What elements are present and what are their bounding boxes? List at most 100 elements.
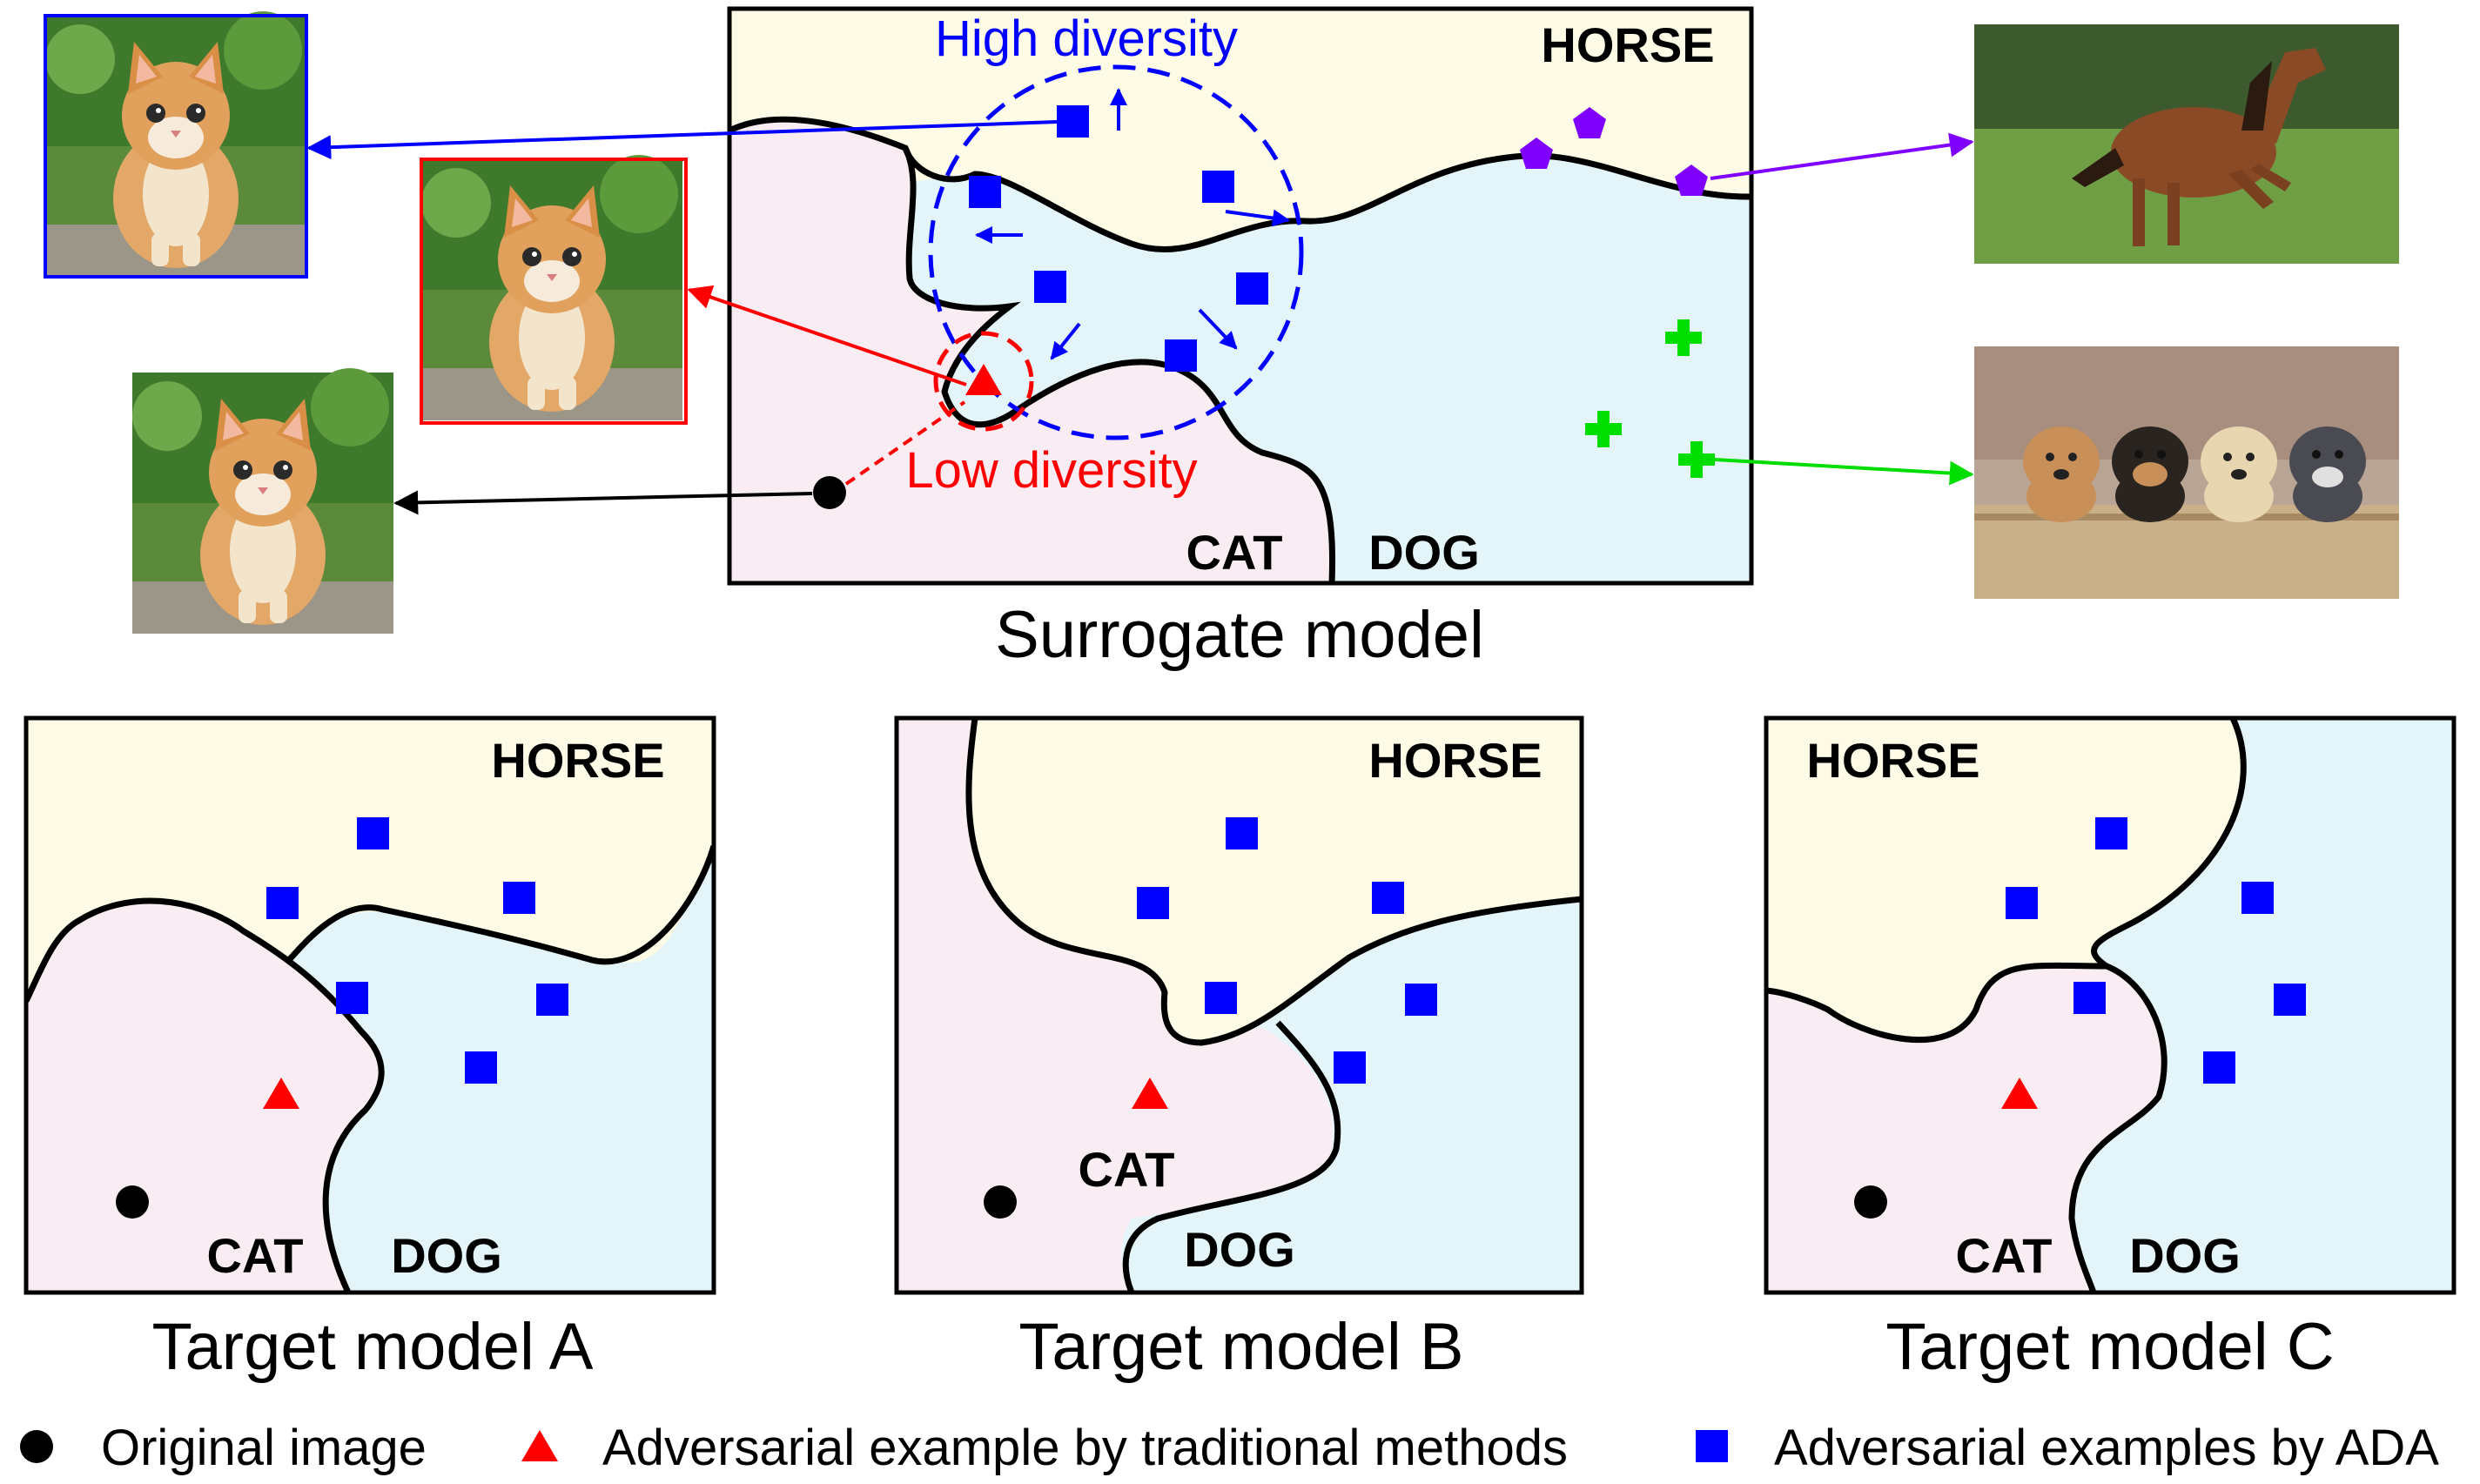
- target-b-cat-label: CAT: [1079, 1142, 1175, 1197]
- ada-point: [969, 176, 1001, 208]
- legend-original-marker: [20, 1430, 53, 1463]
- legend-ada-label: Adversarial examples by ADA: [1774, 1420, 2439, 1476]
- boundary-cat: [2068, 963, 2167, 1293]
- horse-point: [1573, 107, 1606, 138]
- boundary-horse: [965, 718, 1582, 1046]
- target-c-dog-label: DOG: [2129, 1228, 2241, 1283]
- high-diversity-label: High diversity: [935, 10, 1238, 67]
- original-image-point: [116, 1185, 149, 1219]
- target-b-horse-label: HORSE: [1368, 733, 1542, 788]
- ada-point: [266, 887, 299, 919]
- target-panel-a: HORSE CAT DOG: [24, 715, 716, 1295]
- target-a-horse-label: HORSE: [491, 733, 664, 788]
- ada-point: [2203, 1051, 2235, 1084]
- ada-point: [536, 984, 568, 1016]
- ada-point: [1057, 105, 1089, 138]
- ada-point: [1334, 1051, 1366, 1084]
- target-a-cat-label: CAT: [207, 1228, 304, 1283]
- diversity-arrow-down-left: [1050, 322, 1081, 360]
- target-b-title: Target model B: [1018, 1310, 1463, 1384]
- high-diversity-circle: [928, 64, 1304, 440]
- frame: [1764, 715, 2456, 1295]
- target-a-dog-label: DOG: [391, 1228, 502, 1283]
- target-c-horse-label: HORSE: [1806, 733, 1979, 788]
- horse-point: [1520, 138, 1553, 169]
- target-panel-b: HORSE CAT DOG: [894, 715, 1584, 1295]
- horse-point: [1675, 165, 1708, 196]
- ada-point: [1034, 271, 1066, 303]
- diversity-arrow-right: [1225, 209, 1290, 227]
- target-a-title: Target model A: [152, 1310, 594, 1384]
- original-image-point: [1854, 1185, 1887, 1219]
- boundary-cat: [1122, 1020, 1341, 1293]
- ada-point: [2006, 887, 2038, 919]
- surrogate-horse-label: HORSE: [1541, 17, 1714, 72]
- ada-point: [2073, 982, 2106, 1014]
- traditional-adversarial-point: [965, 364, 1002, 395]
- ada-point: [357, 817, 389, 849]
- horse-region: [729, 9, 1751, 250]
- surrogate-panel: High diversity Low diversity HORSE CAT D…: [306, 6, 1974, 586]
- original-image-point: [984, 1185, 1017, 1219]
- cat-region: [26, 900, 382, 1293]
- target-c-cat-label: CAT: [1956, 1228, 2053, 1283]
- boundary-cat: [26, 897, 385, 1293]
- surrogate-title: Surrogate model: [995, 598, 1484, 672]
- arrow-to-red-cat: [687, 285, 967, 386]
- legend: Original image Adversarial example by tr…: [20, 1420, 2439, 1476]
- legend-original-label: Original image: [101, 1420, 427, 1476]
- ada-point: [1226, 817, 1258, 849]
- target-b-dog-label: DOG: [1184, 1222, 1295, 1277]
- thumbnail-dogs: [1974, 346, 2399, 599]
- horse-region: [26, 718, 714, 1001]
- frame: [24, 715, 716, 1295]
- thumbnail-cat-blue: [44, 11, 308, 279]
- arrow-to-horse: [1710, 132, 1974, 180]
- boundary-horse: [1766, 718, 2247, 1044]
- arrow-to-black-cat: [393, 490, 813, 515]
- boundary-horse: [285, 845, 714, 965]
- thumbnail-cat-black: [132, 368, 393, 634]
- ada-point: [1165, 339, 1197, 372]
- ada-point: [1205, 982, 1237, 1014]
- legend-traditional-label: Adversarial example by traditional metho…: [602, 1420, 1568, 1476]
- ada-point: [1137, 887, 1169, 919]
- surrogate-cat-label: CAT: [1186, 525, 1283, 580]
- ada-point: [2274, 984, 2306, 1016]
- cat-region: [729, 119, 1333, 583]
- original-image-point: [813, 476, 846, 509]
- dog-point: [1665, 319, 1702, 356]
- ada-point: [336, 982, 368, 1014]
- ada-point: [503, 882, 535, 914]
- surrogate-dog-label: DOG: [1368, 525, 1480, 580]
- diversity-arrow-down-right: [1198, 308, 1238, 350]
- frame: [894, 715, 1584, 1295]
- boundary-horse: [902, 146, 1751, 253]
- thumbnail-horse: [1974, 24, 2399, 264]
- thumbnail-cat-red: [420, 155, 688, 425]
- target-panel-c: HORSE CAT DOG: [1764, 715, 2456, 1295]
- target-c-title: Target model C: [1885, 1310, 2334, 1384]
- boundary-cat: [729, 116, 1336, 583]
- ada-point: [2095, 817, 2127, 849]
- horse-region: [1766, 718, 2244, 1040]
- legend-ada-marker: [1696, 1430, 1728, 1462]
- cat-region: [897, 718, 1334, 1293]
- ada-point: [1372, 882, 1404, 914]
- traditional-adversarial-point: [1132, 1078, 1168, 1109]
- perturbation-link: [844, 400, 966, 486]
- traditional-adversarial-point: [2001, 1078, 2038, 1109]
- surrogate-frame: [727, 6, 1754, 586]
- ada-point: [465, 1051, 497, 1084]
- low-diversity-label: Low diversity: [905, 442, 1197, 499]
- dog-point: [1585, 411, 1622, 447]
- arrow-to-dogs: [1714, 458, 1974, 486]
- ada-point: [1236, 272, 1268, 305]
- low-diversity-circle: [933, 331, 1034, 432]
- traditional-adversarial-point: [263, 1078, 299, 1109]
- ada-point: [1405, 984, 1437, 1016]
- horse-region: [968, 718, 1582, 1043]
- legend-traditional-marker: [521, 1430, 558, 1461]
- ada-point: [1202, 171, 1234, 203]
